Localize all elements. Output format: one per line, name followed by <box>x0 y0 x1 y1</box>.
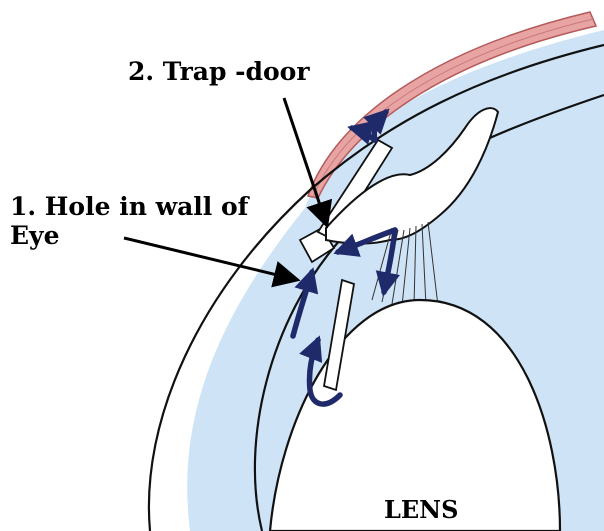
hole-label-line2: Eye <box>10 222 248 251</box>
hole-in-wall-label: 1. Hole in wall of Eye <box>10 193 248 251</box>
lens-label: LENS <box>384 496 458 524</box>
trap-door-label: 2. Trap -door <box>128 58 310 87</box>
hole-label-line1: 1. Hole in wall of <box>10 193 248 222</box>
